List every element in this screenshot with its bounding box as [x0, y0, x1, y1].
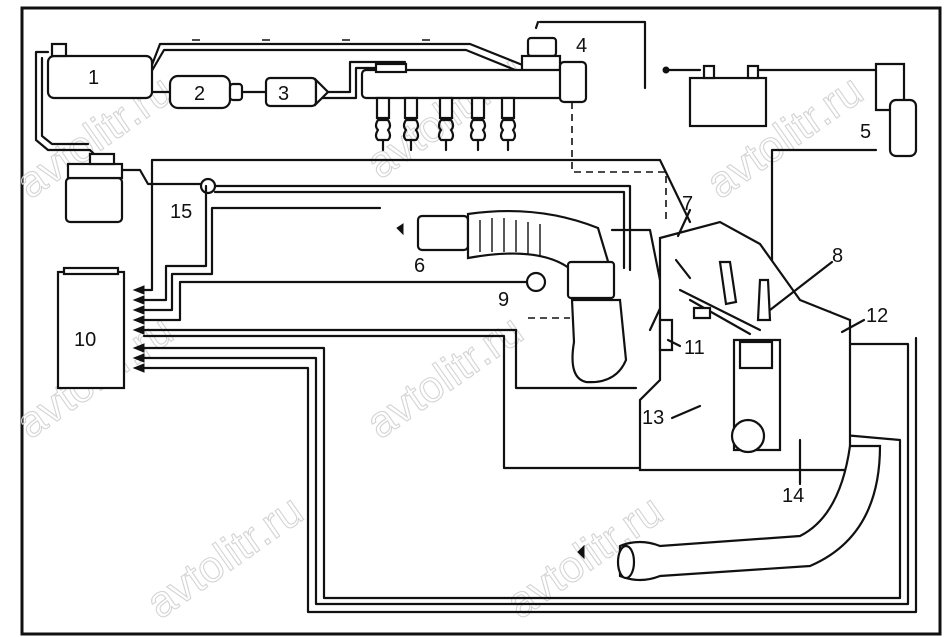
fuel-lines [34, 20, 647, 162]
engine-block [638, 220, 852, 472]
throttle-intake-manifold [566, 228, 666, 384]
label-9: 9 [498, 289, 509, 311]
label-2: 2 [194, 83, 205, 105]
engine-sensors: 7 8 [674, 193, 843, 322]
ignition-coil: 5 [770, 62, 918, 322]
label-10: 10 [74, 329, 96, 351]
fuel-pump: 2 [168, 74, 244, 110]
label-4: 4 [576, 35, 587, 57]
air-flow-meter: 6 [396, 210, 612, 277]
battery [662, 64, 882, 128]
label-12: 12 [866, 305, 888, 327]
fuel-filter: 3 [264, 76, 330, 108]
purge-valve: 15 [170, 177, 632, 272]
charcoal-canister [64, 152, 202, 224]
exhaust-pipe [577, 444, 882, 582]
fuel-rail-injectors [360, 60, 588, 152]
label-11: 11 [684, 337, 705, 359]
svg-text:avtolitr.ru: avtolitr.ru [138, 486, 312, 629]
label-3: 3 [278, 83, 289, 105]
label-6: 6 [414, 255, 425, 277]
svg-text:avtolitr.ru: avtolitr.ru [358, 306, 532, 449]
label-7: 7 [682, 193, 693, 215]
throttle-position-sensor: 9 [498, 271, 547, 311]
label-5: 5 [860, 121, 871, 143]
diagram-frame [20, 6, 942, 636]
label-15: 15 [170, 201, 192, 223]
label-14: 14 [782, 485, 804, 507]
label-1: 1 [88, 67, 99, 89]
vacuum-line [571, 102, 667, 222]
leader-11 [666, 338, 682, 348]
label-8: 8 [832, 245, 843, 267]
leader-13 [670, 404, 702, 420]
label-13: 13 [642, 407, 664, 429]
leader-12 [840, 318, 866, 334]
fuel-tank: 1 [46, 42, 154, 100]
